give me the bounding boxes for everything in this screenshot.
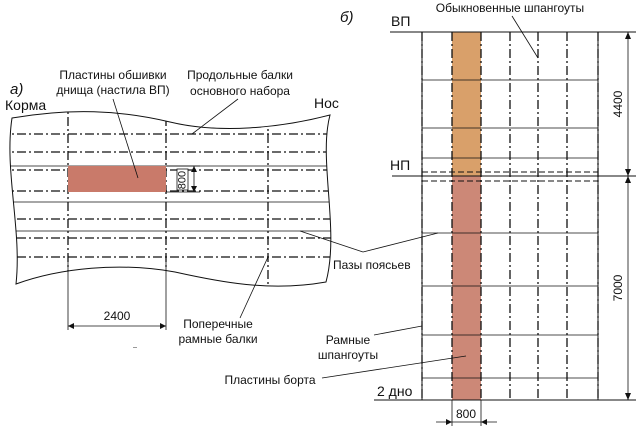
leader-line — [299, 230, 364, 253]
transverse-beams-label-2: рамные балки — [178, 332, 257, 346]
transverse-beams-label: Поперечные — [183, 317, 253, 331]
part-a-label: а) — [10, 81, 23, 98]
dimension-800-label: 800 — [176, 171, 188, 189]
dimension-4400-label: 4400 — [611, 90, 625, 117]
bottom-outline — [9, 111, 332, 287]
side-plating-diagram: 4400 7000 800 б) ВП НП 2 дно Обыкновенны… — [224, 1, 636, 426]
bottom-plates-label: Пластины обшивки — [59, 68, 166, 82]
side-plate-upper — [452, 32, 481, 176]
bow-label: Нос — [314, 95, 339, 111]
dimension-box — [176, 168, 189, 191]
leader-line — [373, 325, 423, 336]
dimension-arrow — [191, 166, 197, 192]
leader-line — [112, 98, 139, 179]
bottom-plates-label-2: днища (настила ВП) — [56, 83, 169, 97]
ordinary-frames-label: Обыкновенные шпангоуты — [436, 1, 584, 15]
second-bottom-label: 2 дно — [377, 383, 413, 399]
lower-deck-label: НП — [390, 157, 410, 173]
dimension-800-label: 800 — [456, 407, 476, 421]
leader-line — [511, 15, 539, 59]
part-b-label: б) — [340, 9, 353, 26]
stern-label: Корма — [5, 97, 46, 113]
upper-deck-label: ВП — [391, 13, 410, 29]
leader-line — [239, 256, 269, 319]
longitudinal-beams-label: Продольные балки — [187, 68, 293, 82]
web-frames-label-2: шпангоуты — [318, 348, 378, 362]
strake-seams-label: Пазы поясьев — [333, 258, 411, 272]
small-mark — [133, 347, 137, 348]
leader-line — [321, 355, 467, 379]
dimension-2400-label: 2400 — [104, 309, 131, 323]
longitudinal-beams-label-2: основного набора — [190, 84, 290, 98]
leader-line — [362, 232, 439, 253]
bottom-plate-highlight — [68, 166, 166, 192]
leader-line — [191, 98, 239, 135]
bottom-plating-diagram: 800 2400 а) Корма Нос Пластины обшивки д… — [5, 68, 439, 348]
side-plate-lower — [452, 176, 481, 400]
side-plates-label: Пластины борта — [224, 373, 315, 387]
dimension-7000-label: 7000 — [611, 274, 625, 301]
web-frames-label: Рамные — [326, 333, 371, 347]
